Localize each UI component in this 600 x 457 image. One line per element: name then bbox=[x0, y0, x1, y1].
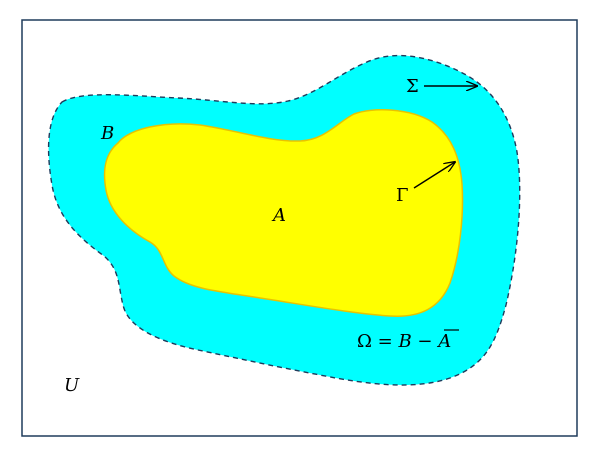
omega-abar: A bbox=[436, 331, 451, 352]
omega-minus: − bbox=[412, 331, 439, 352]
omega-lhs: Ω = bbox=[357, 331, 398, 352]
label-sigma: Σ bbox=[406, 76, 419, 97]
gamma-arrow bbox=[413, 162, 455, 189]
label-omega: Ω = B − A bbox=[357, 331, 451, 352]
omega-b: B bbox=[397, 331, 411, 352]
label-u: U bbox=[64, 375, 80, 396]
label-gamma: Γ bbox=[396, 185, 409, 206]
label-a: A bbox=[271, 205, 286, 226]
label-b: B bbox=[100, 123, 114, 144]
region-a bbox=[103, 109, 464, 317]
